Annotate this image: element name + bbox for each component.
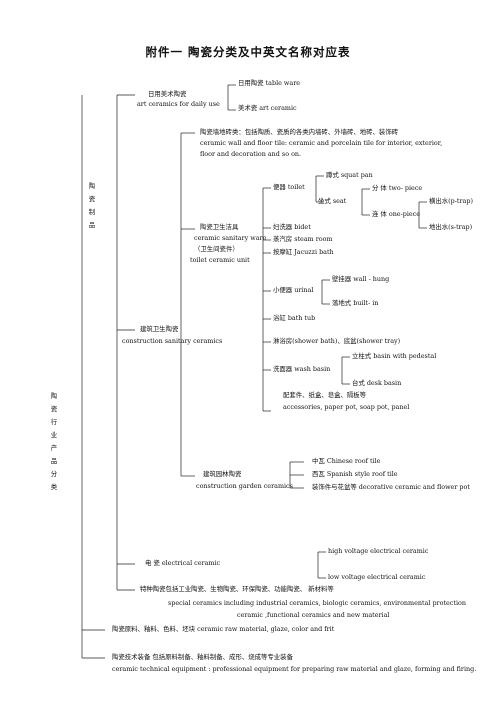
wall-floor-en-2: floor and decoration and so on. (200, 150, 302, 158)
building-sanitary-cn: 建筑卫生陶瓷 (140, 325, 179, 333)
wall-hung: 壁挂器 wall - hung (332, 275, 390, 283)
squat-pan: 蹲式 squat pan (326, 171, 373, 179)
sanitary-en: ceramic sanitary ware (194, 234, 267, 242)
steam-room: 蒸汽房 steam room (273, 235, 333, 243)
building-sanitary-en: construction sanitary ceramics (122, 337, 223, 345)
special-en-2: ceramic ,functional ceramics and new mat… (237, 611, 390, 619)
special-en: special ceramics including industrial ce… (168, 599, 466, 607)
raw-material: 陶瓷原料、釉料、色料、坯块 ceramic raw material, glaz… (112, 625, 335, 633)
low-voltage: low voltage electrical ceramic (328, 573, 426, 581)
page-title: 附件一 陶瓷分类及中英文名称对应表 (145, 45, 351, 59)
wall-floor-cn: 陶瓷墙地砖类：包括陶质、瓷质的各类内墙砖、外墙砖、地砖、装饰砖 (200, 128, 399, 136)
ceramic-products-label: 陶瓷制品 (88, 180, 96, 232)
bidet: 妇洗器 bidet (273, 223, 311, 231)
accessories-en: accessories, paper pot, soap pot, panel (283, 403, 410, 411)
pedestal-basin: 立柱式 basin with pedestal (352, 352, 437, 360)
garden-cn: 建筑园林陶瓷 (203, 470, 242, 478)
spanish-roof-tile: 西瓦 Spanish style roof tile (312, 470, 398, 478)
built-in: 落地式 built- in (332, 299, 379, 307)
seat: 坐式 seat (318, 197, 347, 205)
root-category-label: 陶瓷行业产品分类 (50, 390, 58, 494)
root-label: 陶瓷行业产品分类 (50, 392, 58, 491)
one-piece: 连 体 one-piece (372, 210, 421, 218)
equipment-cn: 陶瓷技术装备 包括原料制备、釉料制备、成形、烧成等专业装备 (112, 653, 293, 661)
special-cn: 特种陶瓷包括工业陶瓷、生物陶瓷、环保陶瓷、功能陶瓷、 新材料等 (140, 585, 334, 593)
two-piece: 分 体 two- piece (372, 184, 423, 192)
accessories-cn: 配套件、纸盒、皂盒、隔板等 (283, 391, 367, 399)
art-ceramic: 美术瓷 art ceramic (238, 104, 297, 112)
ceramic-products-text: 陶瓷制品 (88, 182, 96, 229)
sanitary-en2: toilet ceramic unit (190, 256, 250, 264)
bath-tub: 浴缸 bath tub (273, 314, 316, 322)
sanitary-cn: 陶瓷卫生洁具 (200, 223, 239, 231)
high-voltage: high voltage electrical ceramic (328, 547, 429, 555)
s-trap: 地出水(s-trap) (429, 223, 473, 231)
wash-basin: 洗面器 wash basin (273, 365, 331, 373)
equipment-en: ceramic technical equipment : profession… (112, 665, 477, 673)
jacuzzi: 按摩缸 Jacuzzi bath (273, 248, 334, 256)
chinese-roof-tile: 中瓦 Chinese roof tile (312, 457, 381, 465)
daily-art-en: art ceramics for daily use (137, 100, 220, 108)
daily-ware: 日用陶瓷 table ware (238, 79, 301, 87)
shower: 淋浴房(shower bath)、底盆(shower tray) (273, 337, 401, 345)
urinal: 小便器 urinal (273, 286, 314, 294)
toilet: 便器 toilet (273, 183, 305, 191)
desk-basin: 台式 desk basin (352, 379, 402, 387)
wall-floor-en: ceramic wall and floor tile: ceramic and… (200, 139, 443, 147)
p-trap: 横出水(p-trap) (429, 197, 473, 205)
decorative-ceramic: 装饰件与花盆等 decorative ceramic and flower po… (312, 483, 470, 491)
sanitary-alt: （卫生间瓷件） (194, 245, 239, 253)
garden-en: construction garden ceramics (196, 482, 293, 490)
daily-art-cn: 日用美术陶瓷 (148, 90, 187, 98)
electrical-ceramic: 电 瓷 electrical ceramic (145, 559, 221, 567)
